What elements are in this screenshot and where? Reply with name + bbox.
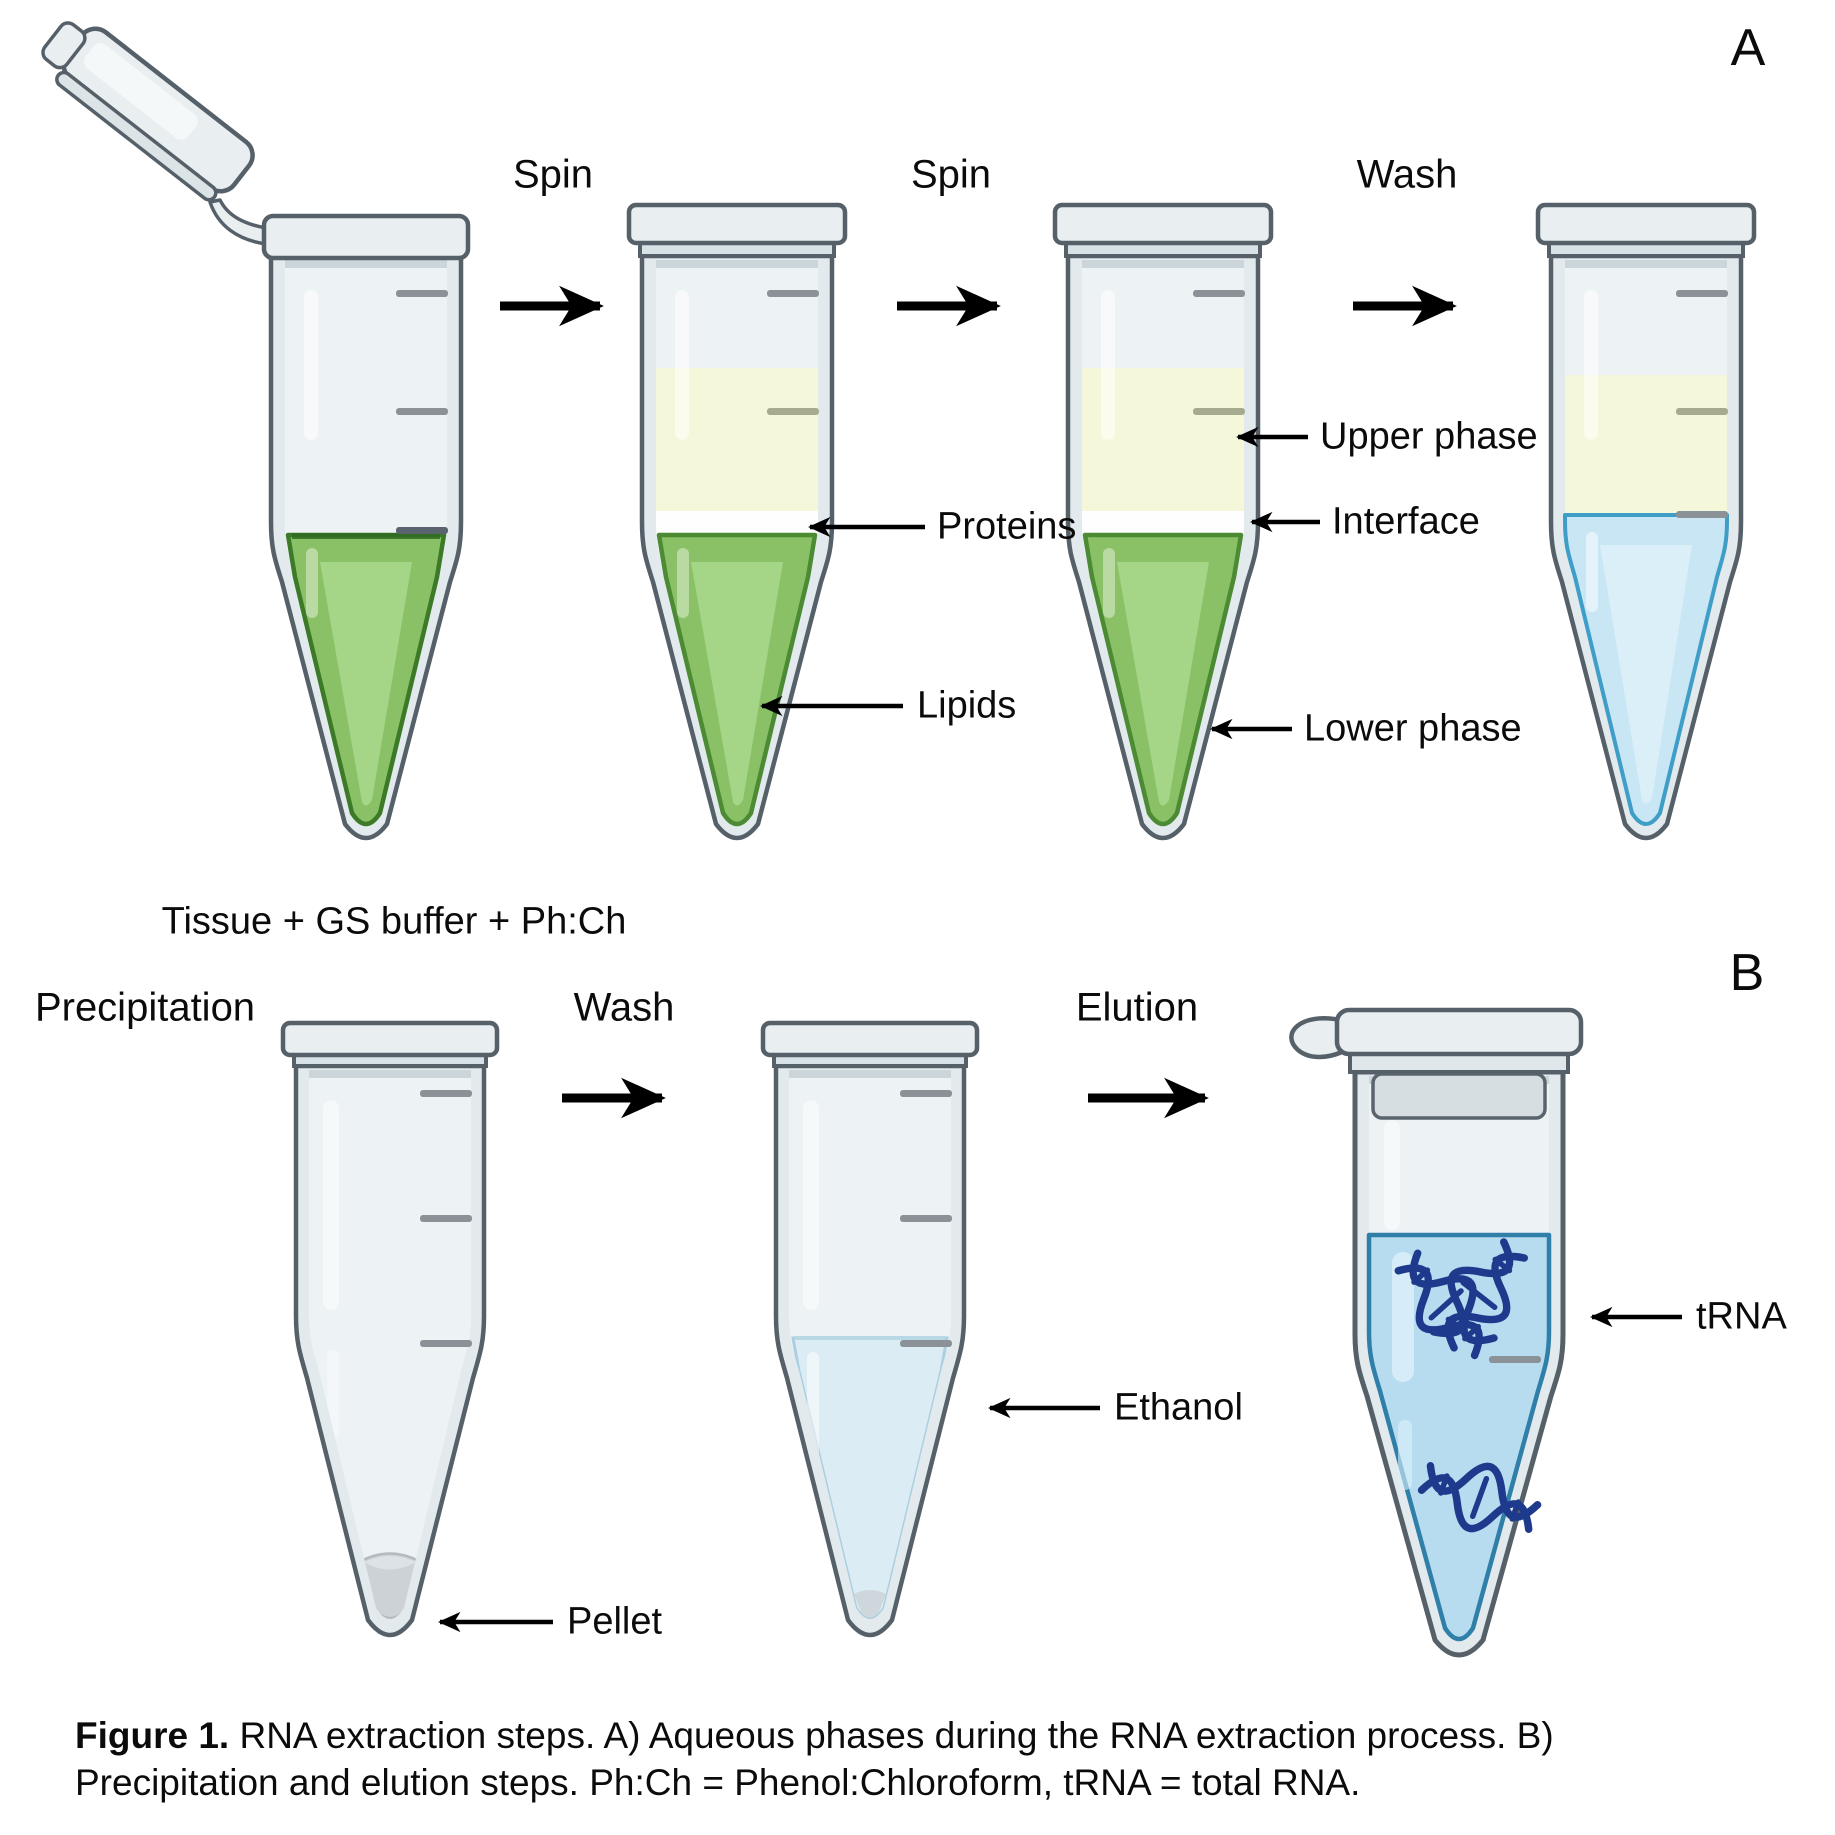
- figure-caption-text: RNA extraction steps. A) Aqueous phases …: [75, 1715, 1554, 1804]
- figure-caption-number: Figure 1.: [75, 1715, 230, 1756]
- tube-cap: [1052, 202, 1274, 246]
- tube-elution-trna: [1289, 1007, 1584, 1658]
- annotation-lipids: Lipids: [917, 684, 1017, 727]
- graduation-marks: [900, 1090, 952, 1347]
- tube-wash: [1535, 202, 1757, 841]
- step-label-precipitation: Precipitation: [34, 985, 256, 1030]
- interface-band: [1082, 511, 1244, 535]
- tube-rim: [261, 213, 471, 261]
- tube-cap: [1535, 202, 1757, 246]
- ethanol-liquid: [791, 1336, 949, 1619]
- step-label-spin-1: Spin: [512, 152, 594, 197]
- open-lid: [41, 21, 268, 246]
- graduation-marks: [396, 290, 448, 534]
- graduation-marks: [767, 290, 819, 415]
- step-label-wash-a: Wash: [1356, 152, 1458, 197]
- annotation-interface: Interface: [1332, 500, 1480, 543]
- tube-ethanol-wash: [760, 1020, 980, 1638]
- step-label-wash-b: Wash: [573, 985, 675, 1030]
- annotation-proteins: Proteins: [937, 505, 1077, 548]
- annotation-upper-phase: Upper phase: [1320, 415, 1538, 458]
- annotation-ethanol: Ethanol: [1114, 1386, 1243, 1429]
- step-label-spin-2: Spin: [910, 152, 992, 197]
- graduation-marks: [1193, 290, 1245, 415]
- tube-precipitation: [280, 1020, 500, 1638]
- panel-a-label: A: [1730, 19, 1766, 77]
- annotation-lower-phase: Lower phase: [1304, 707, 1522, 750]
- upper-phase-layer: [1565, 375, 1727, 515]
- tube-spin2: [1052, 202, 1274, 841]
- tube-cap: [626, 202, 848, 246]
- tube-spin1: [626, 202, 848, 841]
- tube-cap: [280, 1020, 500, 1058]
- annotation-pellet: Pellet: [567, 1600, 663, 1643]
- tube-open-sample: [41, 21, 471, 841]
- upper-phase-layer: [656, 368, 818, 511]
- cap-latch: [1289, 1016, 1345, 1060]
- graduation-marks: [420, 1090, 472, 1347]
- annotation-trna: tRNA: [1696, 1295, 1787, 1338]
- panel-b-label: B: [1729, 944, 1765, 1002]
- tube-cap: [760, 1020, 980, 1058]
- protein-band: [656, 511, 818, 535]
- cap-plug: [1371, 1072, 1547, 1120]
- graduation-marks: [1676, 290, 1728, 518]
- upper-phase-layer: [1082, 368, 1244, 511]
- lid-hinge: [208, 198, 268, 246]
- figure-caption: Figure 1. RNA extraction steps. A) Aqueo…: [75, 1712, 1745, 1807]
- step-label-elution: Elution: [1075, 985, 1199, 1030]
- tube1-caption: Tissue + GS buffer + Ph:Ch: [161, 900, 627, 943]
- tube-lid: [1334, 1007, 1584, 1057]
